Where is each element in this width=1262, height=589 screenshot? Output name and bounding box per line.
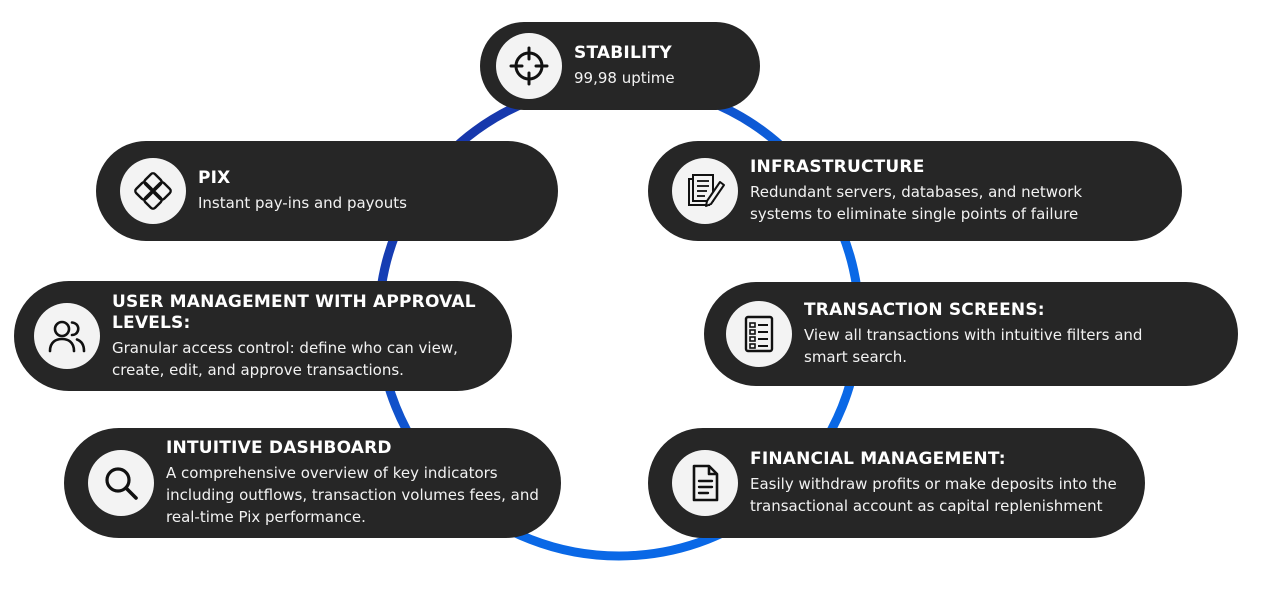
stability-card: STABILITY 99,98 uptime [480,22,760,110]
stability-description: 99,98 uptime [574,69,675,87]
infrastructure-card: INFRASTRUCTURE Redundant servers, databa… [648,141,1182,241]
pix-description: Instant pay-ins and payouts [198,194,407,212]
user-management-title: USER MANAGEMENT WITH APPROVAL LEVELS: [112,291,476,333]
checklist-icon [726,301,792,367]
pix-card: PIX Instant pay-ins and payouts [96,141,558,241]
users-icon [34,303,100,369]
dashboard-card: INTUITIVE DASHBOARD A comprehensive over… [64,428,561,538]
dashboard-description: A comprehensive overview of key indicato… [166,464,539,526]
transaction-screens-card: TRANSACTION SCREENS: View all transactio… [704,282,1238,386]
pix-icon [120,158,186,224]
user-management-card: USER MANAGEMENT WITH APPROVAL LEVELS: Gr… [14,281,512,391]
search-icon [88,450,154,516]
financial-management-description: Easily withdraw profits or make deposits… [750,475,1117,515]
stability-title: STABILITY [574,43,672,63]
dashboard-title: INTUITIVE DASHBOARD [166,438,392,458]
transaction-screens-title: TRANSACTION SCREENS: [804,300,1045,320]
pix-title: PIX [198,168,231,188]
infrastructure-title: INFRASTRUCTURE [750,157,925,177]
infrastructure-description: Redundant servers, databases, and networ… [750,183,1083,223]
user-management-description: Granular access control: define who can … [112,338,458,379]
target-icon [496,33,562,99]
financial-management-title: FINANCIAL MANAGEMENT: [750,449,1006,469]
transaction-screens-description: View all transactions with intuitive fil… [804,326,1143,366]
financial-management-card: FINANCIAL MANAGEMENT: Easily withdraw pr… [648,428,1145,538]
documents-pen-icon [672,158,738,224]
file-text-icon [672,450,738,516]
